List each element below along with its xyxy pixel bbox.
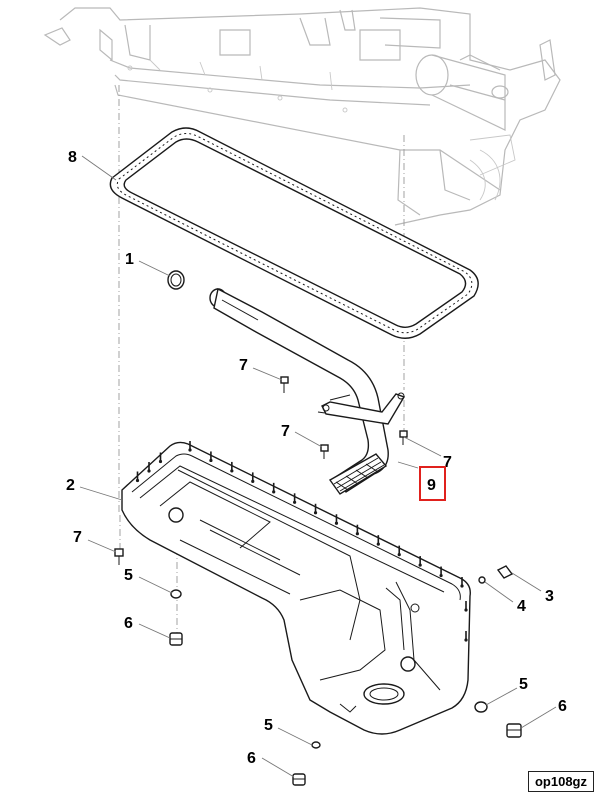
fasteners [169, 565, 522, 786]
flange-stud [209, 451, 213, 463]
callout-4: 4 [517, 598, 526, 615]
bolt [399, 430, 408, 445]
flange-stud [355, 524, 359, 536]
threaded-plug [496, 565, 514, 579]
flange-stud [439, 566, 443, 578]
o-ring [167, 270, 185, 290]
flange-stud [230, 461, 234, 473]
callout-2: 2 [66, 477, 75, 494]
leader-lines [79, 155, 557, 778]
callout-9: 9 [427, 477, 436, 494]
flange-stud [147, 462, 151, 473]
oil-pan-gasket [109, 127, 479, 339]
small-washer [478, 576, 486, 584]
oil-pickup-tube [209, 287, 406, 495]
callout-8: 8 [68, 149, 77, 166]
engine-block-outline [43, 7, 561, 226]
callout-7: 7 [281, 423, 290, 440]
drain-plug [169, 632, 183, 646]
callout-6: 6 [558, 698, 567, 715]
sealing-washer [170, 589, 182, 599]
callout-6: 6 [124, 615, 133, 632]
callout-3: 3 [545, 588, 554, 605]
flange-stud [188, 441, 192, 452]
flange-stud [272, 482, 276, 494]
drain-plug [506, 723, 522, 738]
flange-stud [158, 452, 163, 464]
flange-stud [464, 601, 468, 612]
flange-stud [135, 471, 140, 483]
bolt [320, 444, 329, 459]
flange-stud [376, 535, 380, 546]
oil-pan [121, 441, 471, 735]
callout-labels: 8 1 7 7 7 2 7 5 6 3 4 5 6 5 6 9 [66, 149, 567, 767]
flange-studs [135, 441, 468, 642]
flange-stud [460, 577, 464, 588]
callout-6: 6 [247, 750, 256, 767]
sealing-washer [311, 741, 321, 749]
diagram-reference-code: op108gz [527, 771, 594, 792]
flange-stud [293, 493, 297, 504]
flange-stud [251, 472, 255, 483]
drain-plug [292, 773, 306, 786]
flange-stud [397, 545, 401, 557]
flange-stud [464, 631, 468, 642]
callout-7: 7 [443, 454, 452, 471]
bolt [280, 376, 289, 393]
flange-stud [334, 514, 339, 525]
sealing-washer [474, 701, 488, 713]
callout-5: 5 [264, 717, 273, 734]
callout-5: 5 [124, 567, 133, 584]
callout-5: 5 [519, 676, 528, 693]
callout-7: 7 [239, 357, 248, 374]
callout-7: 7 [73, 529, 82, 546]
flange-stud [418, 556, 422, 567]
callout-1: 1 [125, 251, 134, 268]
callout-9-highlight-box [419, 466, 446, 501]
bolt [114, 548, 124, 565]
flange-stud [313, 503, 318, 515]
